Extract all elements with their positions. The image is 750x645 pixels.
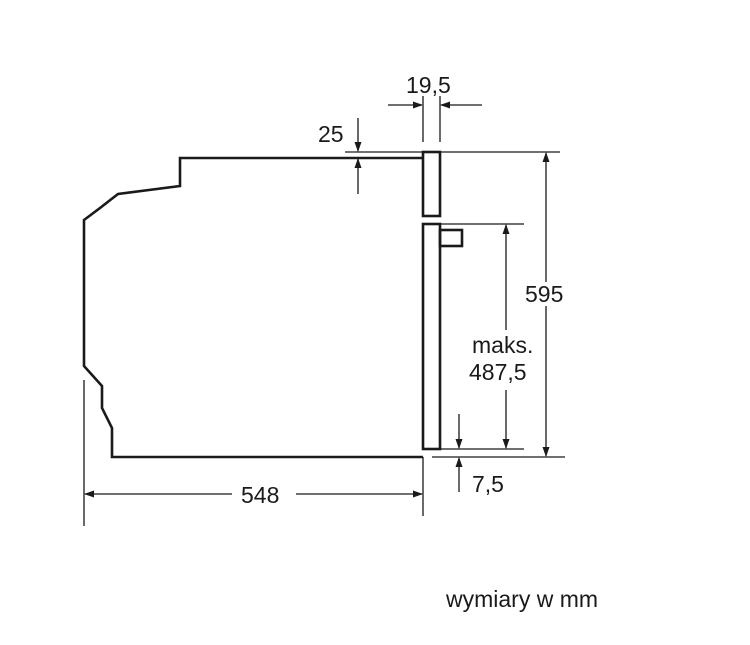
dim-max-label: maks. <box>472 332 533 358</box>
oven-door-upper <box>421 150 442 218</box>
dim-depth-label: 548 <box>241 482 279 508</box>
dim-max-value: 487,5 <box>469 359 527 385</box>
oven-body-outline <box>82 156 423 459</box>
dim-offset-label: 7,5 <box>472 471 504 497</box>
oven-door-lower <box>421 222 442 451</box>
dim-door-label: 19,5 <box>406 72 451 98</box>
units-caption: wymiary w mm <box>446 586 599 612</box>
oven-handle <box>438 228 464 248</box>
dim-height-label: 595 <box>525 281 563 307</box>
dim-gap-label: 25 <box>318 121 344 147</box>
